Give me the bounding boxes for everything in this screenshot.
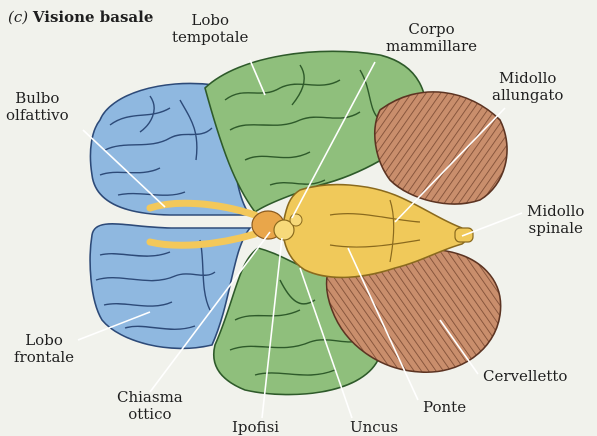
- label-lobo-frontale: Lobo frontale: [14, 332, 74, 366]
- label-midollo-allungato: Midollo allungato: [492, 70, 563, 104]
- label-uncus: Uncus: [350, 419, 398, 436]
- leader-midollo-spinale: [462, 213, 522, 236]
- label-ponte: Ponte: [423, 399, 466, 416]
- label-cervelletto: Cervelletto: [483, 368, 567, 385]
- label-corpo-mammillare: Corpo mammillare: [386, 21, 477, 55]
- cerebellum-upper: [375, 92, 507, 204]
- label-chiasma-ottico: Chiasma ottico: [117, 389, 183, 423]
- label-lobo-tempotale: Lobo tempotale: [172, 12, 248, 46]
- label-bulbo-olfattivo: Bulbo olfattivo: [6, 90, 69, 124]
- label-midollo-spinale: Midollo spinale: [527, 203, 584, 237]
- label-ipofisi: Ipofisi: [232, 419, 279, 436]
